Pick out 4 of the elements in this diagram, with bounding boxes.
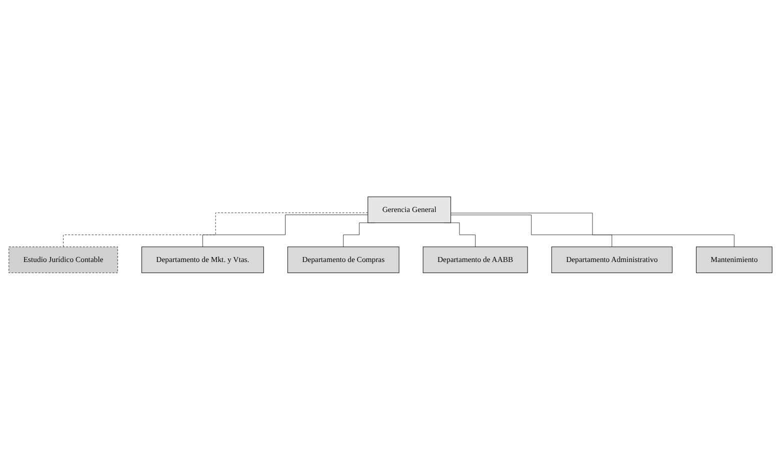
connector xyxy=(450,212,734,247)
connector xyxy=(202,214,368,247)
connector xyxy=(450,214,612,247)
connector xyxy=(63,212,368,247)
